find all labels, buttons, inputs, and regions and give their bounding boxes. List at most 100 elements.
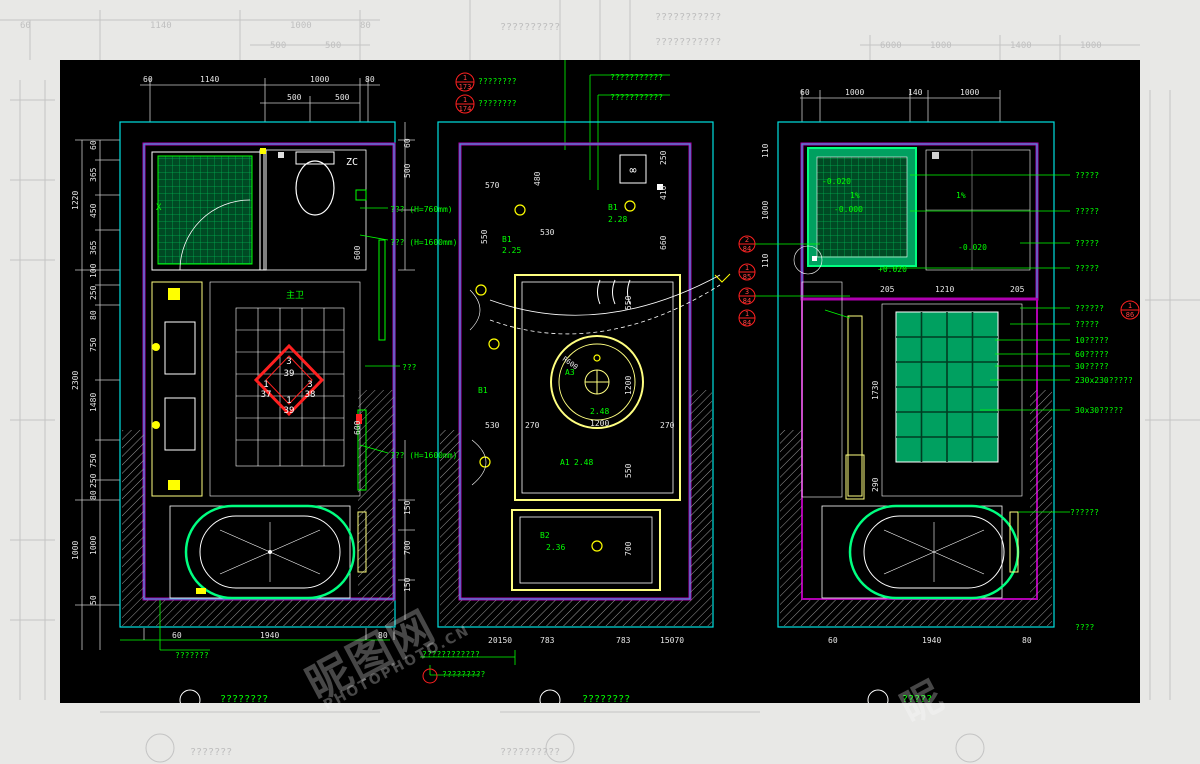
floor-medallion: 3 39 1 37 3 38 1 39 <box>253 343 325 417</box>
svg-text:15070: 15070 <box>660 636 684 645</box>
level-mark: -0.020 <box>958 243 987 252</box>
shower-mark: X <box>156 203 162 213</box>
dim-label: 500 <box>335 93 350 102</box>
annotation: ???????????? <box>422 650 480 659</box>
material-note: 30????? <box>1075 362 1109 371</box>
dim-label: 50 <box>89 595 98 605</box>
room-label: 主卫 <box>286 289 304 301</box>
dim-label: 1140 <box>200 75 219 84</box>
svg-text:783: 783 <box>540 636 555 645</box>
ghost-dim: 80 <box>360 21 371 31</box>
dim-label: 450 <box>89 203 98 218</box>
cad-drawing-sheet: 60 1140 1000 80 500 500 1220 2300 1000 6… <box>60 60 1140 733</box>
material-note: 230x230????? <box>1075 376 1133 385</box>
toilet <box>295 160 335 216</box>
material-note: ????? <box>1075 320 1099 329</box>
svg-text:60: 60 <box>800 88 810 97</box>
svg-text:3: 3 <box>745 288 749 296</box>
svg-text:84: 84 <box>743 245 751 253</box>
material-note: 30x30????? <box>1075 406 1123 415</box>
svg-text:∞: ∞ <box>629 163 636 177</box>
detail-marker: 186 <box>1120 300 1140 320</box>
ghost-dim: 1000 <box>1080 41 1102 51</box>
bathroom-plans: 60 1140 1000 80 500 500 1220 2300 1000 6… <box>71 60 1140 703</box>
svg-text:1: 1 <box>463 96 467 104</box>
annotation: ??????????? <box>610 73 663 82</box>
svg-text:2.28: 2.28 <box>608 215 627 224</box>
svg-text:1940: 1940 <box>922 636 941 645</box>
svg-text:37: 37 <box>261 390 272 400</box>
svg-text:84: 84 <box>743 319 751 327</box>
svg-text:3: 3 <box>307 380 312 390</box>
toilet-code: ZC <box>346 157 358 168</box>
ghost-dim: 1000 <box>290 21 312 31</box>
svg-text:570: 570 <box>485 181 500 190</box>
plan-title: ???????? <box>582 694 630 703</box>
material-note: ?????? <box>1075 304 1104 313</box>
level-mark: +0.020 <box>878 265 907 274</box>
svg-text:B2: B2 <box>540 531 550 540</box>
svg-text:205: 205 <box>880 285 895 294</box>
dim-label: 750 <box>89 337 98 352</box>
svg-text:80: 80 <box>378 631 388 640</box>
svg-text:1210: 1210 <box>935 285 954 294</box>
svg-text:600: 600 <box>353 245 362 260</box>
svg-text:110: 110 <box>761 253 770 268</box>
tile-field <box>895 311 999 463</box>
plan-2-ceiling-layout: 1 173 ???????? 1 174 ???????? ??????????… <box>420 60 731 703</box>
dim-label: 1000 <box>310 75 329 84</box>
svg-text:39: 39 <box>284 369 295 379</box>
detail-marker: 184 <box>738 309 756 327</box>
ghost-label: ??????????? <box>655 12 721 23</box>
annotation: ??? (H=1600mm) <box>390 238 457 247</box>
svg-text:1: 1 <box>745 264 749 272</box>
ghost-label: ?????????? <box>500 747 560 758</box>
dim-label: 1220 <box>71 191 80 210</box>
svg-text:60: 60 <box>828 636 838 645</box>
svg-text:410: 410 <box>659 185 668 200</box>
svg-text:140: 140 <box>908 88 923 97</box>
svg-text:1730: 1730 <box>871 381 880 400</box>
svg-text:150: 150 <box>403 500 412 515</box>
svg-text:B1: B1 <box>478 386 488 395</box>
svg-text:A3: A3 <box>565 368 575 377</box>
ghost-dim: 500 <box>325 41 341 51</box>
dim-label: 80 <box>365 75 375 84</box>
level-mark: -0.020 <box>822 177 851 186</box>
dim-label: 250 <box>89 473 98 488</box>
dim-label: 365 <box>89 240 98 255</box>
annotation: ??????? <box>175 651 209 660</box>
svg-text:550: 550 <box>624 295 633 310</box>
svg-text:84: 84 <box>743 297 751 305</box>
dim-label: 250 <box>89 285 98 300</box>
svg-text:500: 500 <box>403 163 412 178</box>
svg-text:20150: 20150 <box>488 636 512 645</box>
ceiling-dome <box>550 335 644 429</box>
svg-text:600: 600 <box>353 420 362 435</box>
annotation: ????????? <box>442 670 486 679</box>
level-mark: -0.000 <box>834 205 863 214</box>
svg-text:3: 3 <box>286 357 291 367</box>
svg-text:86: 86 <box>1126 311 1134 319</box>
svg-text:173: 173 <box>459 83 472 91</box>
svg-text:783: 783 <box>616 636 631 645</box>
title-bubble <box>867 689 889 703</box>
material-note: ???? <box>1075 623 1094 632</box>
svg-text:1: 1 <box>1128 302 1132 310</box>
dim-label: 60 <box>143 75 153 84</box>
svg-text:B1: B1 <box>608 203 618 212</box>
svg-text:????????: ???????? <box>478 77 517 86</box>
dim-label: 750 <box>89 453 98 468</box>
svg-text:550: 550 <box>624 463 633 478</box>
dim-label: 60 <box>89 140 98 150</box>
svg-text:530: 530 <box>485 421 500 430</box>
material-note: ????? <box>1075 239 1099 248</box>
svg-text:60: 60 <box>403 138 412 148</box>
svg-text:150: 150 <box>403 577 412 592</box>
svg-text:1: 1 <box>745 310 749 318</box>
ghost-dim: 6000 <box>880 41 902 51</box>
dim-label: 500 <box>287 93 302 102</box>
svg-text:38: 38 <box>305 390 316 400</box>
tap <box>152 343 160 351</box>
svg-text:1000: 1000 <box>845 88 864 97</box>
